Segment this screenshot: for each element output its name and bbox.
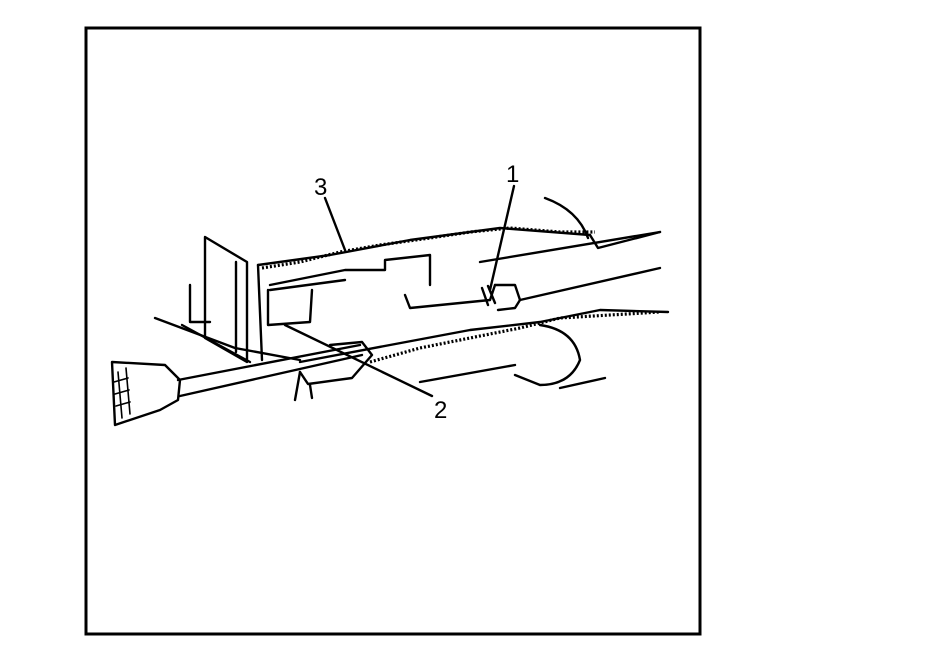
leader-line-2 (283, 323, 434, 398)
diagram-frame (84, 26, 702, 636)
callout-label-1: 1 (506, 161, 519, 188)
callout-label-2: 2 (434, 397, 447, 424)
terminal-wire (293, 308, 670, 402)
leader-line-1 (488, 184, 516, 292)
connector-housing (256, 196, 662, 362)
mounting-bracket (180, 235, 252, 364)
callout-label-3: 3 (314, 174, 327, 201)
probe-tool (110, 316, 364, 427)
leader-lines (283, 184, 516, 398)
leader-line-3 (323, 196, 347, 252)
